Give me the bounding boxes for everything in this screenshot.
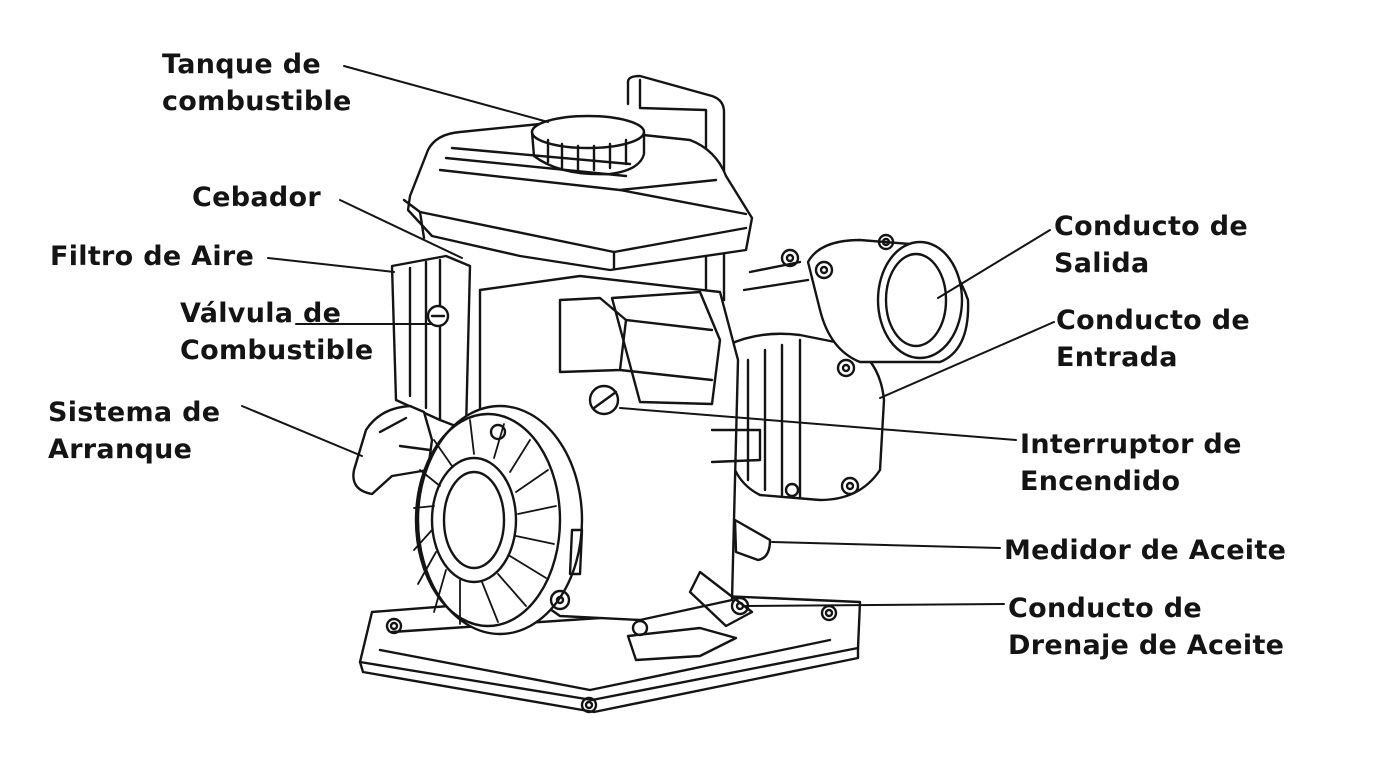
label-choke: Cebador <box>192 179 321 216</box>
outlet-pipe <box>742 233 970 378</box>
label-oil-gauge: Medidor de Aceite <box>1004 532 1286 569</box>
label-ignition-switch: Interruptor de Encendido <box>1020 426 1242 500</box>
label-oil-gauge-line-1: Medidor de Aceite <box>1004 535 1287 566</box>
label-air-filter-line-1: Filtro de Aire <box>50 241 255 272</box>
label-fuel-valve: Válvula de Combustible <box>180 295 373 369</box>
label-fuel-valve-line-2: Combustible <box>180 335 374 366</box>
label-fuel-valve-line-1: Válvula de <box>180 298 342 329</box>
label-inlet-line-2: Entrada <box>1056 342 1178 373</box>
label-fuel-tank: Tanque de combustible <box>162 46 352 120</box>
label-choke-line-1: Cebador <box>192 182 321 213</box>
label-starter: Sistema de Arranque <box>48 394 220 468</box>
label-oil-drain-line-2: Drenaje de Aceite <box>1008 630 1285 661</box>
label-starter-line-2: Arranque <box>48 434 193 465</box>
air-filter <box>390 254 472 432</box>
label-fuel-tank-line-2: combustible <box>162 86 352 117</box>
label-air-filter: Filtro de Aire <box>50 238 254 275</box>
label-inlet-line-1: Conducto de <box>1056 305 1250 336</box>
label-inlet: Conducto de Entrada <box>1056 302 1250 376</box>
leader-lines <box>241 65 1055 607</box>
fuel-tank <box>402 114 754 272</box>
label-ignition-switch-line-2: Encendido <box>1020 466 1181 497</box>
label-starter-line-1: Sistema de <box>48 397 221 428</box>
label-oil-drain: Conducto de Drenaje de Aceite <box>1008 590 1284 664</box>
label-outlet-line-1: Conducto de <box>1054 211 1248 242</box>
label-outlet: Conducto de Salida <box>1054 208 1248 282</box>
label-outlet-line-2: Salida <box>1054 248 1150 279</box>
recoil-starter <box>413 404 584 636</box>
label-oil-drain-line-1: Conducto de <box>1008 593 1202 624</box>
label-fuel-tank-line-1: Tanque de <box>162 49 321 80</box>
label-ignition-switch-line-1: Interruptor de <box>1020 429 1242 460</box>
